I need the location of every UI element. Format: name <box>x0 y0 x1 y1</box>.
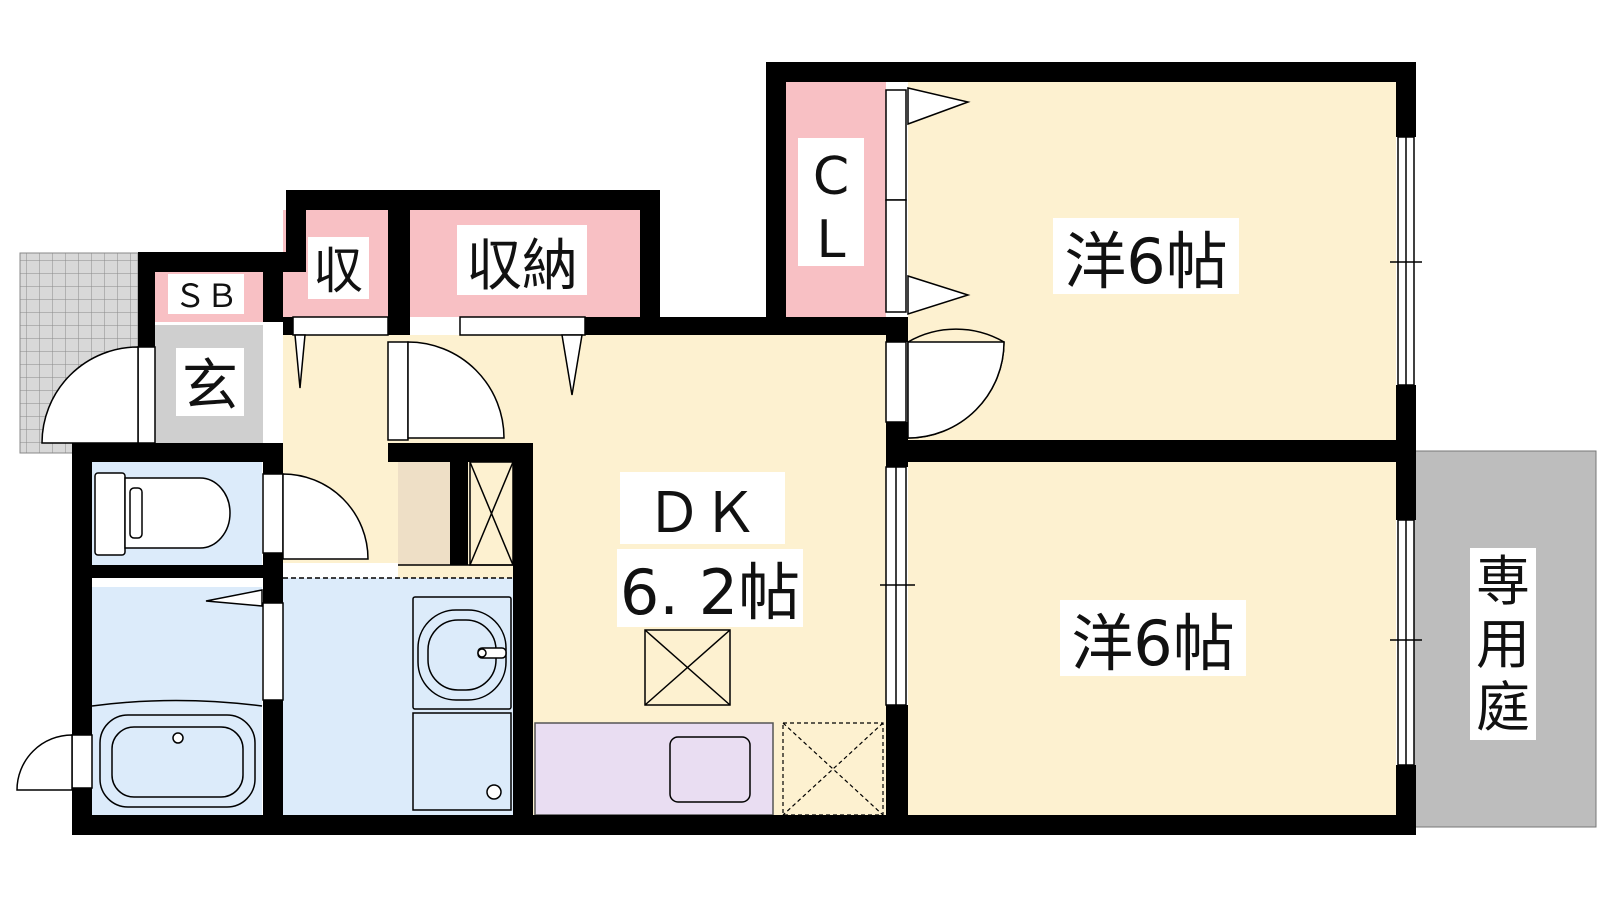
storage-small-label: 収 <box>313 242 363 300</box>
washing-machine-space <box>412 712 512 811</box>
dk-name-label: ＤＫ <box>646 481 758 546</box>
stove-space <box>782 722 884 816</box>
entrance-label: 玄 <box>182 354 238 419</box>
private-garden-label-1: 専 <box>1476 550 1530 613</box>
bathtub-fixture <box>91 699 263 808</box>
washbasin-fixture <box>412 596 512 710</box>
storage-large-label: 収納 <box>466 234 578 299</box>
door-swings <box>16 328 1005 791</box>
kitchen-sink <box>669 736 751 803</box>
label-backgrounds <box>168 138 1536 740</box>
private-garden-label-3: 庭 <box>1476 676 1530 739</box>
western-room-2-label: 洋6帖 <box>1071 607 1234 680</box>
skylight-mark <box>644 629 731 706</box>
window-lines <box>283 137 1422 765</box>
dk-size-label: 6. 2帖 <box>620 556 800 629</box>
closet-label-l: L <box>817 210 846 270</box>
door-markers <box>205 87 971 607</box>
fridge-space <box>398 462 450 565</box>
western-room-1-label: 洋6帖 <box>1064 225 1227 298</box>
walls <box>72 62 1416 835</box>
toilet-fixture <box>94 472 231 556</box>
private-garden-label-2: 用 <box>1476 613 1530 676</box>
shoe-box-label: ＳＢ <box>174 277 238 315</box>
refrigerator-mark <box>469 461 514 566</box>
closet-label-c: C <box>813 147 849 207</box>
